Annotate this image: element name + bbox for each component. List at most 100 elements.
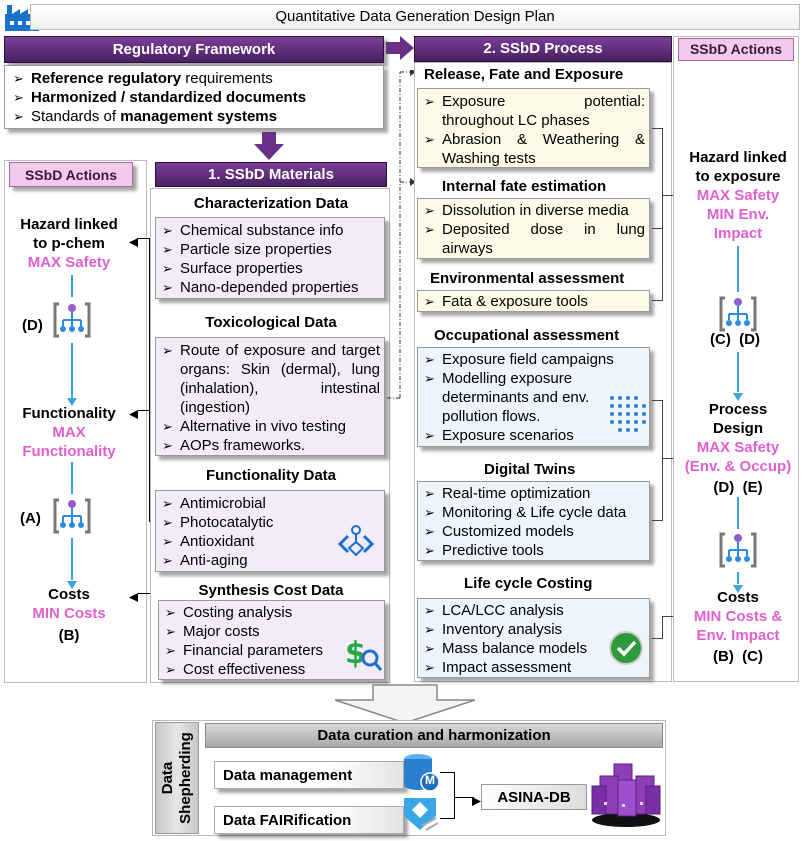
list-item: Surface properties	[160, 259, 380, 278]
connector-line	[71, 275, 73, 297]
server-stack-icon	[590, 762, 662, 828]
release-box: Exposure potential: throughout LC phases…	[417, 88, 650, 168]
connector-line	[454, 797, 474, 798]
release-title: Release, Fate and Exposure	[424, 66, 624, 83]
big-down-arrow-icon	[325, 684, 485, 724]
list-item: Major costs	[163, 622, 380, 641]
left-actions-panel	[4, 160, 147, 683]
connector-line	[662, 195, 676, 196]
list-item: Chemical substance info	[160, 221, 380, 240]
list-item: Mass balance models	[422, 639, 645, 658]
connector-line	[138, 410, 150, 411]
asina-db-label: ASINA-DB	[481, 784, 587, 810]
down-arrowhead-icon	[733, 580, 743, 593]
process-header: 2. SSbD Process	[414, 36, 672, 62]
lcc-title: Life cycle Costing	[464, 575, 593, 592]
dot-grid-icon	[606, 392, 646, 436]
list-item: Inventory analysis	[422, 620, 645, 639]
connector-line	[138, 593, 152, 594]
connector-line	[71, 343, 73, 398]
list-item: Anti-aging	[160, 551, 380, 570]
digital-twins-box: Real-time optimization Monitoring & Life…	[417, 481, 650, 561]
environmental-box: Fata & exposure tools	[417, 290, 650, 312]
network-icon	[52, 494, 92, 538]
list-item: Route of exposure and target organs: Ski…	[160, 341, 380, 417]
list-item: Abrasion & Weathering & Washing tests	[422, 130, 645, 168]
connector-line	[440, 818, 454, 819]
list-item: Real-time optimization	[422, 484, 645, 503]
left-actions-header: SSbD Actions	[9, 162, 133, 187]
internal-fate-title: Internal fate estimation	[442, 178, 607, 195]
list-item: Cost effectiveness	[163, 660, 380, 679]
lcc-box: LCA/LCC analysis Inventory analysis Mass…	[417, 598, 650, 678]
list-item: Financial parameters	[163, 641, 380, 660]
connector-line	[652, 228, 662, 229]
environmental-title: Environmental assessment	[430, 270, 625, 287]
connector-line	[737, 497, 739, 529]
list-item: AOPs frameworks.	[160, 436, 380, 455]
functionality-icon	[336, 522, 376, 562]
regulatory-item: Standards of management systems	[11, 107, 377, 126]
internal-fate-box: Dissolution in diverse media Deposited d…	[417, 198, 650, 259]
down-arrowhead-icon	[67, 393, 77, 406]
list-item: Nano-depended properties	[160, 278, 380, 297]
connector-line	[662, 616, 663, 639]
list-item: Particle size properties	[160, 240, 380, 259]
connector-line	[652, 638, 662, 639]
list-item: Antioxidant	[160, 532, 380, 551]
list-item: Exposure scenarios	[422, 426, 645, 445]
list-item: LCA/LCC analysis	[422, 601, 645, 620]
list-item: Modelling exposure determinants and env.…	[422, 369, 592, 426]
dashed-connector	[386, 68, 416, 400]
right-arrow-icon	[386, 36, 414, 60]
connector-line	[440, 772, 454, 773]
list-item: Costing analysis	[163, 603, 380, 622]
list-item: Dissolution in diverse media	[422, 201, 645, 220]
network-icon	[718, 528, 758, 572]
regulatory-framework-header: Regulatory Framework	[4, 36, 384, 63]
regulatory-item: Reference regulatory requirements	[11, 69, 377, 88]
dollar-search-icon: $	[343, 633, 383, 673]
right-actions-panel	[673, 36, 799, 682]
regulatory-item: Harmonized / standardized documents	[11, 88, 377, 107]
connector-line	[652, 520, 662, 521]
left-arrowhead-icon	[129, 589, 138, 602]
left-hazard-action: Hazard linked to p-chem MAX Safety	[20, 216, 118, 271]
connector-line	[662, 400, 663, 521]
down-arrowhead-icon	[67, 576, 77, 589]
left-functionality-action: Functionality MAX Functionality	[22, 405, 116, 460]
synthesis-title: Synthesis Cost Data	[198, 582, 344, 599]
right-arrowhead-icon	[472, 793, 481, 806]
left-arrowhead-icon	[129, 234, 138, 247]
connector-line	[662, 128, 663, 301]
connector-line	[149, 410, 150, 522]
list-item: Deposited dose in lung airways	[422, 220, 645, 258]
functionality-box: Antimicrobial Photocatalytic Antioxidant…	[155, 490, 385, 572]
svg-text:$: $	[345, 636, 366, 671]
digital-twins-title: Digital Twins	[484, 461, 576, 478]
connector-line	[662, 458, 676, 459]
occupational-title: Occupational assessment	[434, 327, 620, 344]
connector-line	[652, 300, 662, 301]
data-curation-header: Data curation and harmonization	[205, 723, 663, 748]
label-a: (A)	[20, 510, 41, 527]
functionality-title: Functionality Data	[205, 467, 336, 484]
right-actions-header: SSbD Actions	[678, 38, 794, 61]
right-hazard-action: Hazard linked to exposure MAX Safety MIN…	[689, 149, 787, 242]
down-arrow-icon	[254, 132, 284, 160]
list-item: Impact assessment	[422, 658, 645, 677]
page-title: Quantitative Data Generation Design Plan	[30, 4, 800, 30]
database-icon: M	[400, 752, 440, 794]
list-item: Predictive tools	[422, 541, 645, 560]
connector-line	[737, 352, 739, 392]
list-item: Monitoring & Life cycle data	[422, 503, 645, 522]
checkmark-icon	[608, 630, 644, 666]
data-shepherding-side-label: Data Shepherding	[155, 722, 199, 834]
toxicological-box: Route of exposure and target organs: Ski…	[155, 337, 385, 456]
data-management-box: Data management	[214, 761, 404, 789]
materials-header: 1. SSbD Materials	[155, 162, 387, 187]
data-fairification-box: Data FAIRification	[214, 806, 404, 834]
list-item: Antimicrobial	[160, 494, 380, 513]
network-icon	[52, 298, 92, 342]
connector-line	[149, 238, 150, 410]
